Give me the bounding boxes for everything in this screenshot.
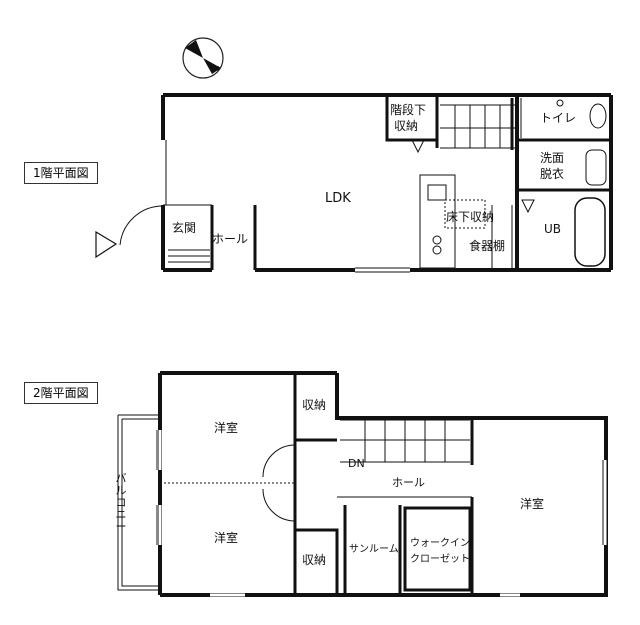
label-storage-bottom: 収納 (302, 553, 326, 567)
label-entrance: 玄関 (172, 220, 196, 235)
label-washroom-2: 脱衣 (540, 166, 564, 181)
compass-north-label: N (214, 65, 219, 73)
label-sunroom: サンルーム (349, 543, 399, 555)
label-down: DN (348, 457, 365, 470)
label-toilet: トイレ (540, 111, 576, 125)
label-storage-top: 収納 (302, 398, 326, 412)
label-cupboard: 食器棚 (469, 238, 505, 253)
label-ldk: LDK (325, 191, 351, 206)
label-walkin-2: クローゼット (410, 553, 470, 565)
label-washroom-1: 洗面 (540, 151, 564, 165)
floor1-walls (95, 93, 613, 273)
label-hall-2: ホール (392, 476, 425, 489)
floor1-title: 1階平面図 (24, 162, 98, 184)
label-balcony: バルコニー (115, 472, 127, 533)
floor2-title: 2階平面図 (24, 382, 98, 404)
label-underfloor-storage: 床下収納 (446, 210, 494, 224)
label-stair-storage-1: 階段下 (390, 102, 426, 117)
compass-icon: N (182, 37, 224, 79)
label-stair-storage-2: 収納 (394, 119, 418, 133)
label-hall-1: ホール (212, 232, 248, 246)
label-western-room-right: 洋室 (520, 496, 544, 511)
label-western-room-top: 洋室 (214, 420, 238, 435)
floor2-walls (117, 371, 608, 597)
label-walkin-1: ウォークイン (410, 537, 470, 549)
floor-plan-labels: LDK 階段下 収納 トイレ 洗面 脱衣 UB 床下収納 食器棚 玄関 ホール … (172, 102, 576, 567)
label-western-room-bottom: 洋室 (214, 530, 238, 545)
label-bath: UB (544, 222, 561, 236)
